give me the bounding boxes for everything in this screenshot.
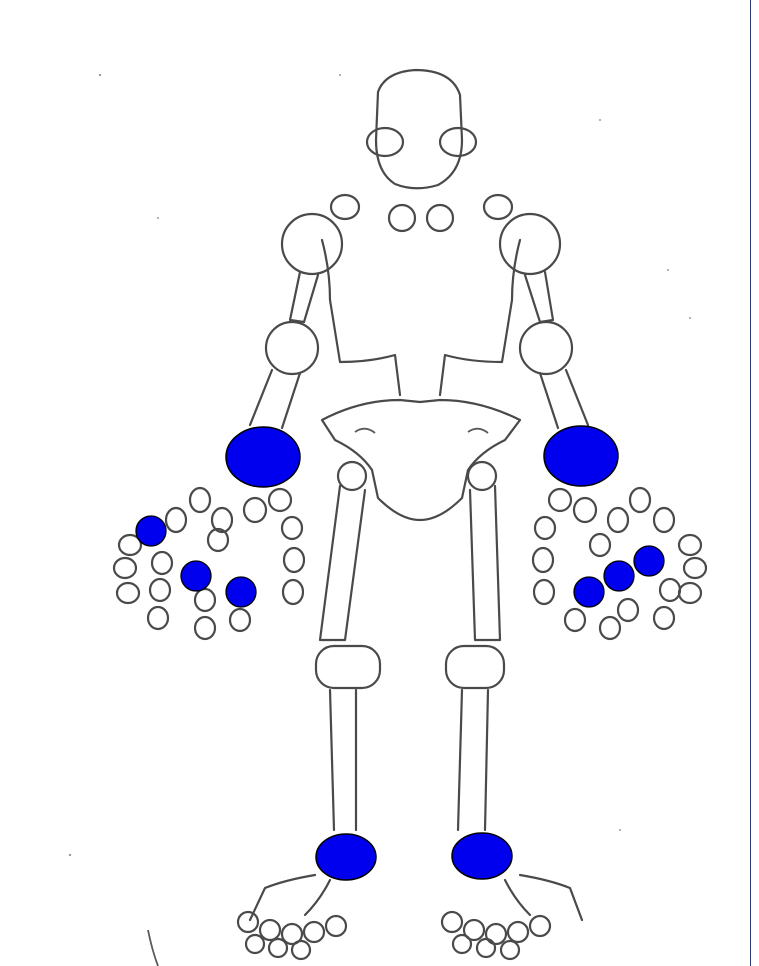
marker-right-hand-joint-2 <box>181 561 211 591</box>
marker-left-hand-joint-2 <box>604 561 634 591</box>
shoulder-small-bones <box>331 195 512 231</box>
feet-bones <box>238 875 582 959</box>
pelvis <box>322 400 520 520</box>
highlighted-joints <box>136 426 664 880</box>
thighs <box>320 486 500 640</box>
knee-joints <box>316 646 504 688</box>
forearms <box>250 370 588 428</box>
marker-left-hand-joint-1 <box>574 577 604 607</box>
skull <box>367 70 476 188</box>
lower-legs <box>330 690 488 830</box>
elbow-joints <box>266 322 572 374</box>
marker-ankle-left <box>452 833 512 879</box>
right-hand-bones <box>114 488 304 639</box>
marker-right-hand-joint-1 <box>136 516 166 546</box>
marker-ankle-right <box>316 834 376 880</box>
spine <box>322 240 520 395</box>
hip-joints <box>338 462 496 490</box>
marker-left-hand-joint-3 <box>634 546 664 576</box>
paper-specks <box>69 74 691 966</box>
marker-wrist-right <box>226 427 300 487</box>
right-edge-line <box>750 0 751 966</box>
marker-right-hand-joint-3 <box>226 577 256 607</box>
marker-wrist-left <box>544 426 618 486</box>
